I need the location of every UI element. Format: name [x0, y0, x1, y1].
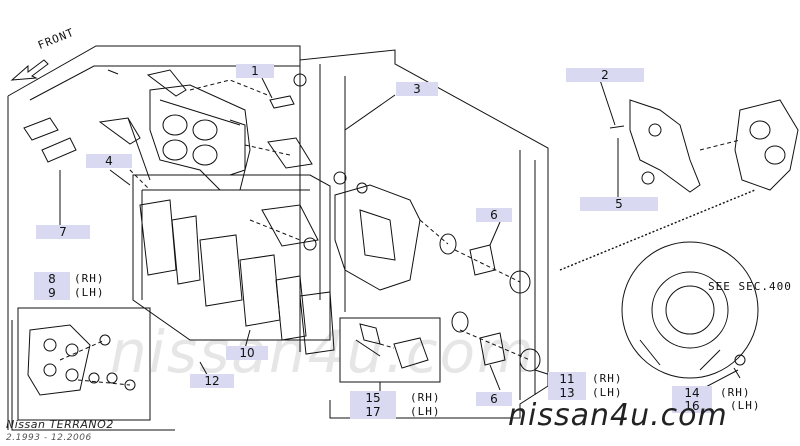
callout-10[interactable]: 10: [226, 346, 268, 360]
callout-13-side: (LH): [592, 386, 623, 399]
callout-3[interactable]: 3: [396, 82, 438, 96]
callout-6-upper[interactable]: 6: [476, 208, 512, 222]
callout-13[interactable]: 13: [548, 386, 586, 400]
right-caliper-drawing: [734, 99, 799, 191]
callout-9-side: (LH): [74, 286, 105, 299]
callout-16-side: (LH): [730, 399, 761, 412]
callout-2[interactable]: 2: [566, 68, 644, 82]
callout-17-side: (LH): [410, 405, 441, 418]
callout-8[interactable]: 8: [34, 272, 70, 286]
callout-11-side: (RH): [592, 372, 623, 385]
watermark-site: nissan4u.com: [508, 398, 728, 433]
callout-1[interactable]: 1: [236, 64, 274, 78]
caliper-bracket-drawing: [334, 184, 421, 291]
callout-16[interactable]: 16: [672, 399, 712, 413]
see-sec-reference[interactable]: SEE SEC.400: [708, 280, 792, 293]
model-name: Nissan TERRANO2: [6, 418, 114, 431]
callout-4[interactable]: 4: [86, 154, 132, 168]
callout-11[interactable]: 11: [548, 372, 586, 386]
callout-5[interactable]: 5: [580, 197, 658, 211]
callout-14[interactable]: 14: [672, 386, 712, 400]
knuckle-drawing: [609, 99, 701, 193]
dust-shield-drawing: [621, 241, 759, 379]
callout-17[interactable]: 17: [350, 405, 396, 419]
callout-9[interactable]: 9: [34, 286, 70, 300]
model-dates: 2.1993 - 12.2006: [6, 433, 92, 443]
callout-7[interactable]: 7: [36, 225, 90, 239]
callout-12[interactable]: 12: [190, 374, 234, 388]
front-arrow-icon: [10, 59, 49, 81]
callout-15[interactable]: 15: [350, 391, 396, 405]
caliper-body-drawing: [149, 84, 251, 191]
callout-8-side: (RH): [74, 272, 105, 285]
callout-6-lower[interactable]: 6: [476, 392, 512, 406]
callout-14-side: (RH): [720, 386, 751, 399]
callout-15-side: (RH): [410, 391, 441, 404]
